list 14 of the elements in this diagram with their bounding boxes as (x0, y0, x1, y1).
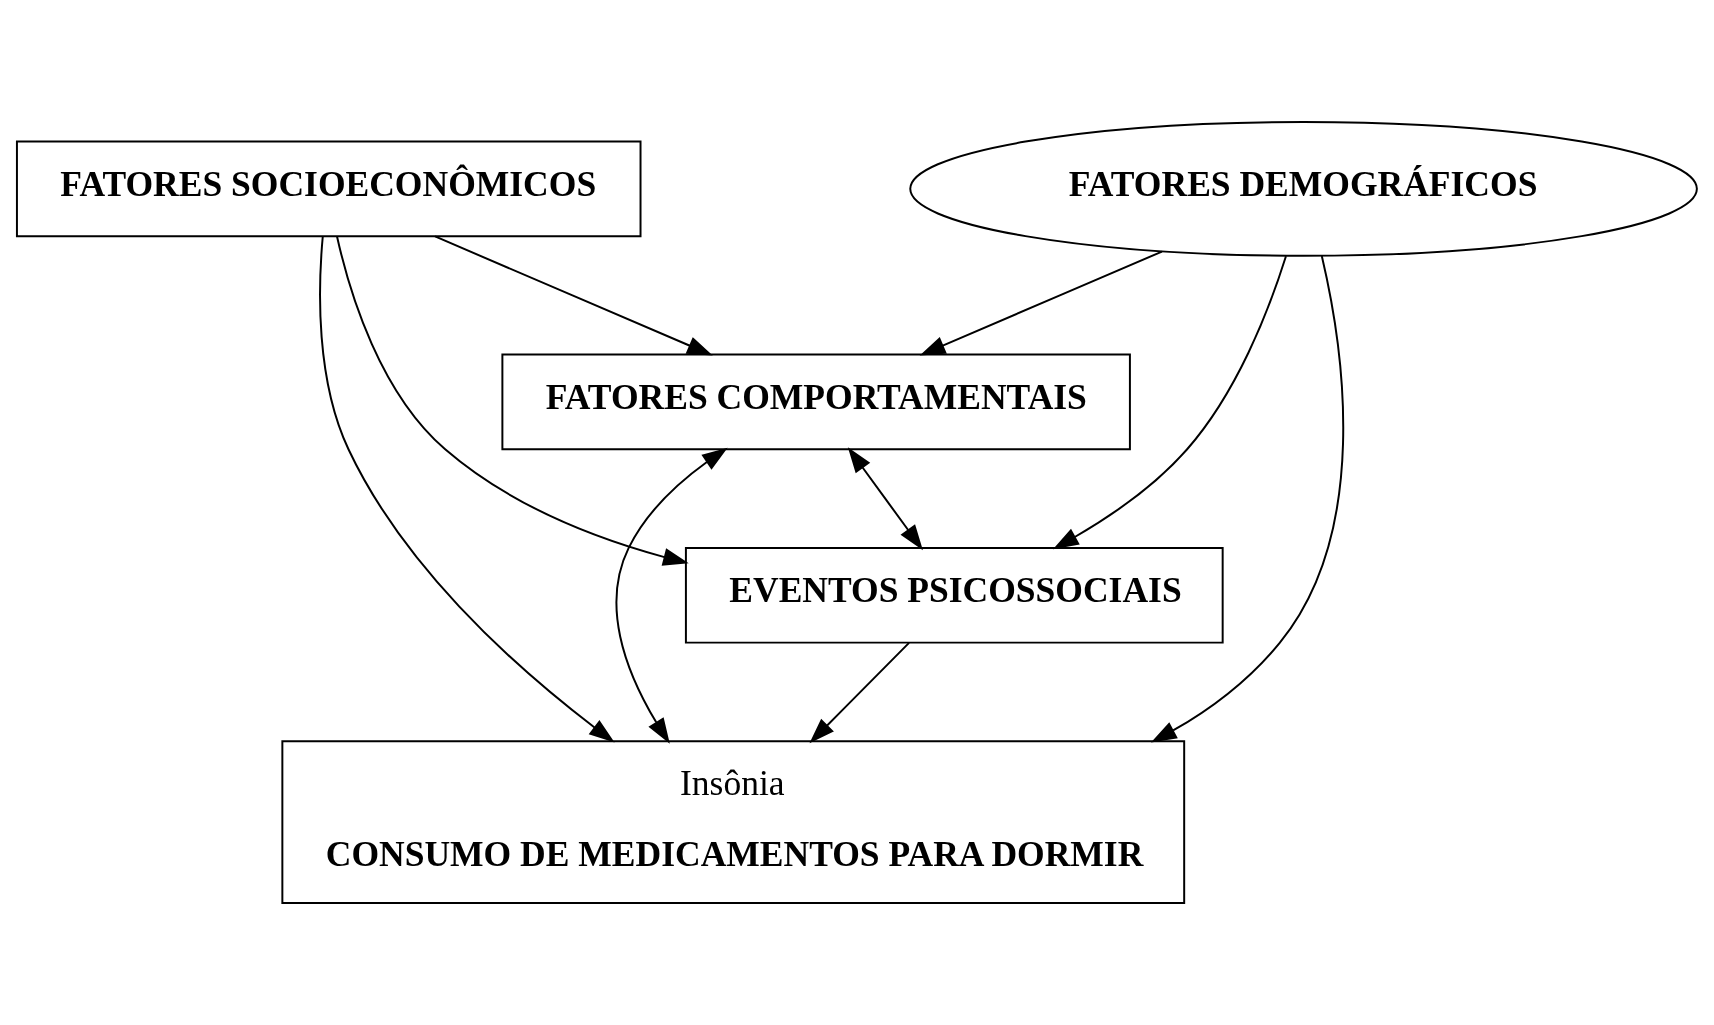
arrow (919, 250, 1163, 356)
node-box: FATORES SOCIOECONÔMICOS (15, 140, 642, 238)
arrow (847, 447, 923, 551)
arrow (1052, 255, 1287, 550)
arrow (615, 447, 728, 744)
node-ellipse: FATORES DEMOGRÁFICOS (909, 121, 1698, 257)
arrow (336, 235, 689, 566)
node-box: EVENTOS PSICOSSOCIAIS (684, 546, 1224, 644)
arrow (434, 235, 713, 356)
arrow (809, 641, 910, 744)
arrow (1150, 255, 1344, 743)
node-box: FATORES COMPORTAMENTAIS (501, 353, 1131, 451)
node-box: Insônia CONSUMO DE MEDICAMENTOS PARA DORMIR (281, 740, 1186, 905)
arrow (319, 235, 615, 743)
